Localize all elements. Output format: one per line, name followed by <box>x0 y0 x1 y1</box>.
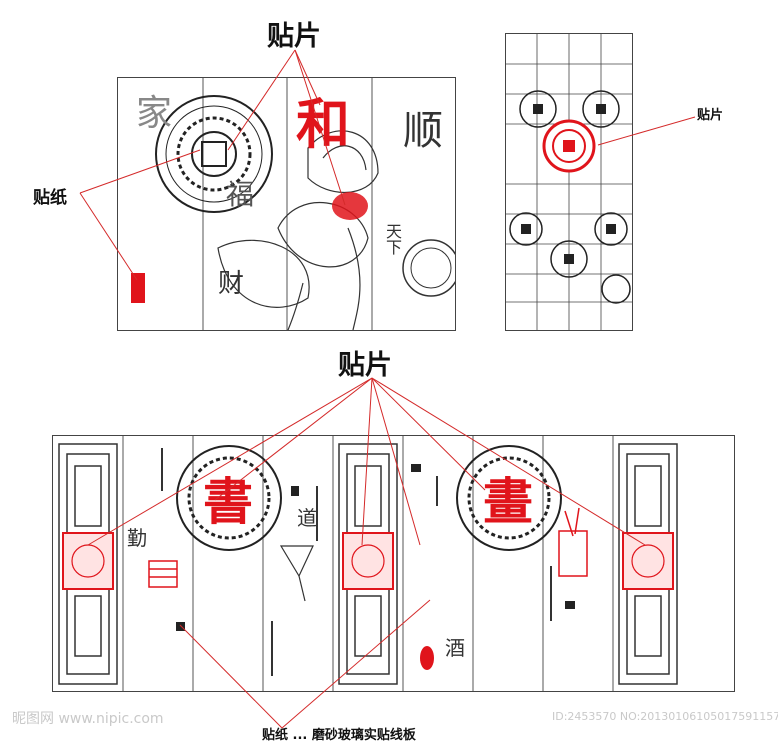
char-painting: 畫 <box>483 472 533 531</box>
red-lattice-sticker-2 <box>342 532 394 590</box>
bottom-screen-artwork <box>58 436 678 691</box>
label-bottom-note: 贴纸 ... 磨砂玻璃实贴线板 <box>262 728 416 743</box>
char-diligence: 勤 <box>127 526 147 550</box>
char-fortune: 福 <box>226 178 255 211</box>
char-flow: 顺 <box>403 108 443 154</box>
char-world: 天下 <box>383 223 402 255</box>
screen-panel-bottom: 書 畫 勤 道 酒 <box>52 435 735 692</box>
label-top-sticker: 贴片 <box>267 21 321 52</box>
watermark-left: 昵图网 www.nipic.com <box>12 711 164 727</box>
seal-stamp <box>131 273 145 303</box>
char-home: 家 <box>136 93 173 134</box>
red-sticker-blossom <box>332 192 368 220</box>
fan-sketch <box>279 545 314 602</box>
screen-panel-top-left: 和 顺 家 福 财 天下 <box>117 77 460 331</box>
watermark-right: ID:2453570 NO:20130106105017591157 <box>552 710 778 723</box>
lotus-sketch <box>217 130 379 331</box>
char-path: 道 <box>297 506 317 530</box>
label-right-sticker: 贴片 <box>697 108 724 123</box>
screen-artwork <box>131 78 460 331</box>
char-harmony: 和 <box>296 92 350 156</box>
round-medallion <box>155 95 273 213</box>
painting-medallion <box>456 445 562 551</box>
fortune-grid-artwork <box>506 34 632 330</box>
label-bottom-sticker: 贴片 <box>338 350 392 381</box>
label-left-paper: 贴纸 <box>33 188 67 208</box>
red-books-sticker <box>148 560 178 588</box>
char-wealth: 财 <box>218 269 245 299</box>
red-lattice-sticker-3 <box>622 532 674 590</box>
char-wine: 酒 <box>445 636 465 660</box>
red-scroll-sticker <box>558 507 588 577</box>
red-lattice-sticker-1 <box>62 532 114 590</box>
char-book: 書 <box>203 472 253 531</box>
red-gourd-sticker <box>420 646 434 670</box>
book-medallion <box>176 445 282 551</box>
screen-panel-top-right <box>505 33 633 331</box>
